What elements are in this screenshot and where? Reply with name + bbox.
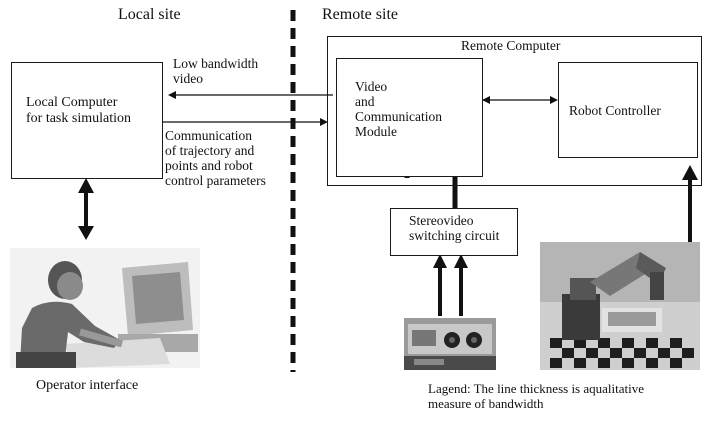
local-computer-label: Local Computer for task simulation — [26, 95, 131, 126]
remote-computer-label: Remote Computer — [461, 38, 561, 53]
robot-controller-label: Robot Controller — [569, 103, 661, 118]
remote-site-label: Remote site — [322, 6, 398, 23]
operator-interface-caption: Operator interface — [36, 378, 139, 393]
video-communication-module: Video and Communication Module — [336, 58, 483, 177]
operator-photo — [10, 248, 200, 368]
low-bandwidth-video-label: Low bandwidth video — [173, 56, 259, 87]
video-module-label: Video and Communication Module — [355, 79, 442, 140]
robot-controller-box: Robot Controller — [558, 62, 698, 158]
stereo-camera-photo — [404, 318, 496, 370]
remote-computer-box: Remote Computer — [327, 36, 702, 186]
stereo-switch-label: Stereovideo switching circuit — [409, 213, 500, 244]
local-site-label: Local site — [118, 6, 181, 23]
local-computer-box: Local Computer for task simulation — [11, 62, 163, 179]
stereo-switching-circuit-box: Stereovideo switching circuit — [390, 208, 518, 256]
legend-caption: Lagend: The line thickness is aqualitati… — [428, 381, 645, 411]
communication-label: Communication of trajectory and points a… — [165, 128, 266, 189]
robot-arm-photo — [540, 242, 700, 370]
